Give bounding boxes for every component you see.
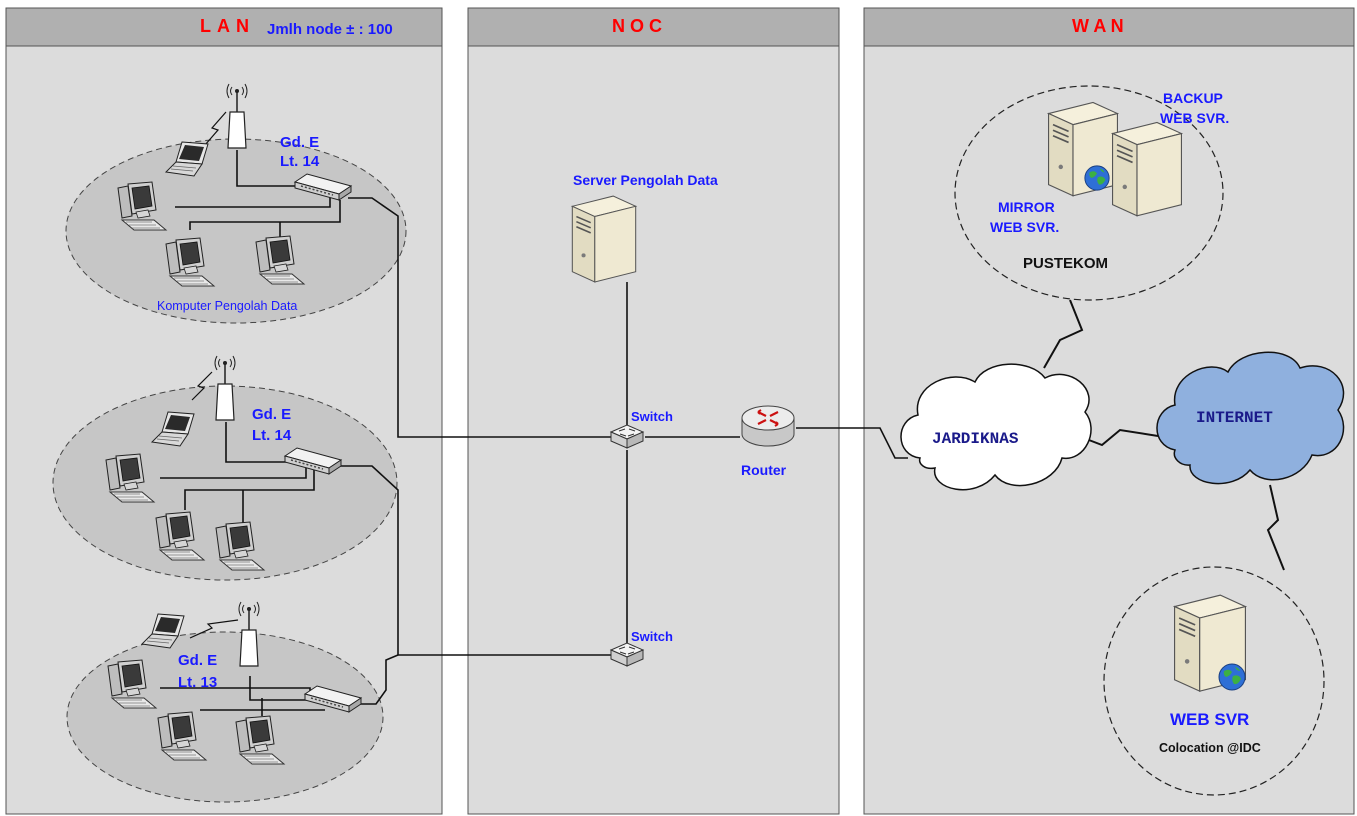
- internet-label: INTERNET: [1196, 409, 1273, 427]
- jardiknas-label: JARDIKNAS: [932, 430, 1019, 448]
- lan-group-3-area: [66, 631, 384, 803]
- server-pengolah-data-label: Server Pengolah Data: [573, 172, 718, 188]
- internet-cloud: [1156, 351, 1345, 485]
- pustekom-area: [954, 85, 1224, 301]
- noc-title: N O C: [612, 16, 662, 36]
- lan-group-3-building: Gd. E: [178, 652, 217, 669]
- lan-group-1-floor: Lt. 14: [280, 153, 320, 170]
- router-icon: [740, 404, 796, 448]
- backup-label-line2: WEB SVR.: [1160, 110, 1229, 126]
- web-svr-label: WEB SVR: [1170, 710, 1249, 729]
- pustekom-label: PUSTEKOM: [1023, 255, 1108, 272]
- backup-label-line1: BACKUP: [1163, 90, 1223, 106]
- globe-icon: [1084, 165, 1110, 191]
- lan-group-2-building: Gd. E: [252, 406, 291, 423]
- switch-2-label: Switch: [631, 629, 673, 644]
- mirror-label-line1: MIRROR: [998, 199, 1055, 215]
- lan-node-count: Jmlh node ± : 100: [267, 21, 393, 38]
- jardiknas-cloud: [900, 363, 1092, 491]
- lan-group-1-area: [65, 138, 407, 324]
- router-label: Router: [741, 462, 787, 478]
- lan-group-3-floor: Lt. 13: [178, 674, 217, 691]
- colocation-label: Colocation @IDC: [1159, 741, 1261, 755]
- network-links: [160, 150, 908, 716]
- lan-group-1-building: Gd. E: [280, 134, 319, 151]
- lan-group-2-floor: Lt. 14: [252, 427, 292, 444]
- backup-server-icon: [1111, 121, 1183, 217]
- globe-icon: [1218, 663, 1246, 691]
- switch-1-label: Switch: [631, 409, 673, 424]
- colocation-area: [1103, 566, 1325, 796]
- wireless-signals: [189, 111, 239, 639]
- mirror-label-line2: WEB SVR.: [990, 219, 1059, 235]
- lan-group-1-caption: Komputer Pengolah Data: [157, 299, 297, 313]
- wan-title: W A N: [1072, 16, 1124, 36]
- server-icon: [571, 195, 637, 283]
- lan-title: LAN: [200, 16, 255, 36]
